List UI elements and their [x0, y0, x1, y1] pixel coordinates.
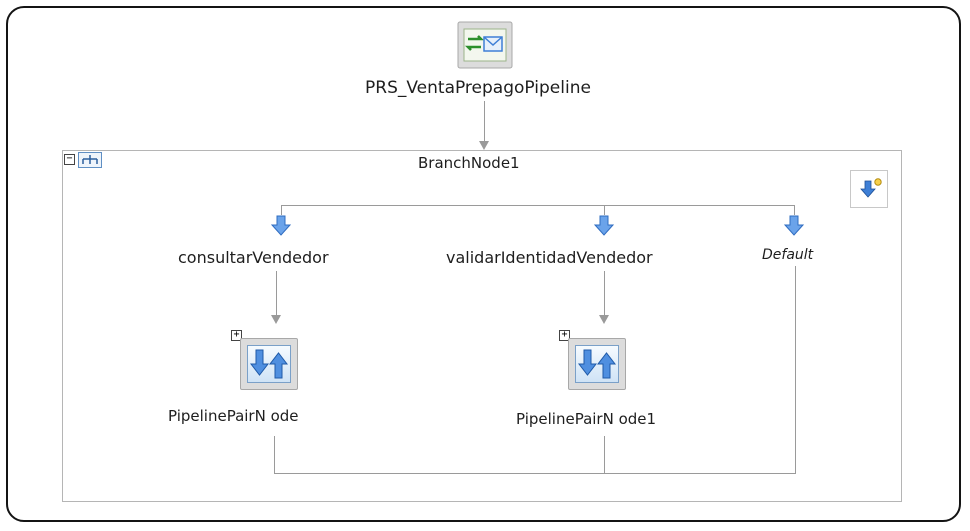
- proxy-service-icon: [457, 21, 513, 69]
- connector-arrowhead: [271, 315, 281, 324]
- branch-stub: [794, 206, 795, 215]
- connector-line: [604, 271, 605, 317]
- branch-label-consultar[interactable]: consultarVendedor: [178, 248, 329, 267]
- default-branch-line: [795, 266, 796, 473]
- branch-arrow-icon: [594, 215, 614, 236]
- branch-stub: [604, 206, 605, 215]
- branch-label-default[interactable]: Default: [762, 247, 814, 263]
- pipeline-pair-node[interactable]: +: [558, 330, 638, 396]
- collapse-toggle[interactable]: −: [64, 154, 75, 165]
- connector-arrowhead: [479, 141, 489, 150]
- branch-stub: [281, 206, 282, 215]
- branch-node-container[interactable]: [62, 150, 902, 502]
- connector-line: [276, 271, 277, 317]
- branch-node-name: BranchNode1: [418, 154, 520, 172]
- pipeline-pair-node[interactable]: +: [230, 330, 310, 396]
- add-branch-button[interactable]: [850, 170, 888, 208]
- pipeline-name: PRS_VentaPrepagoPipeline: [365, 78, 591, 98]
- pipeline-pair-icon: [577, 349, 617, 379]
- branch-label-validar[interactable]: validarIdentidadVendedor: [446, 248, 653, 267]
- branch-bar-line: [281, 205, 795, 206]
- merge-bar-line: [274, 473, 796, 474]
- proxy-service-node[interactable]: [457, 21, 513, 69]
- pipeline-pair-icon-frame: [568, 338, 626, 390]
- pipeline-pair-icon: [249, 349, 289, 379]
- connector-line: [484, 101, 485, 143]
- pipeline-pair-label: PipelinePairN ode1: [516, 410, 657, 428]
- expand-toggle[interactable]: +: [231, 330, 242, 341]
- expand-toggle[interactable]: +: [559, 330, 570, 341]
- pipeline-pair-label: PipelinePairN ode: [168, 407, 299, 425]
- branch-node-header[interactable]: −: [64, 152, 124, 170]
- connector-arrowhead: [599, 315, 609, 324]
- merge-line: [274, 436, 275, 474]
- branch-node-icon: [78, 152, 102, 168]
- diagram-frame: [6, 6, 961, 522]
- branch-arrow-icon: [784, 215, 804, 236]
- add-branch-icon: [860, 178, 882, 198]
- pipeline-pair-icon-frame: [240, 338, 298, 390]
- merge-line: [604, 436, 605, 474]
- branch-arrow-icon: [271, 215, 291, 236]
